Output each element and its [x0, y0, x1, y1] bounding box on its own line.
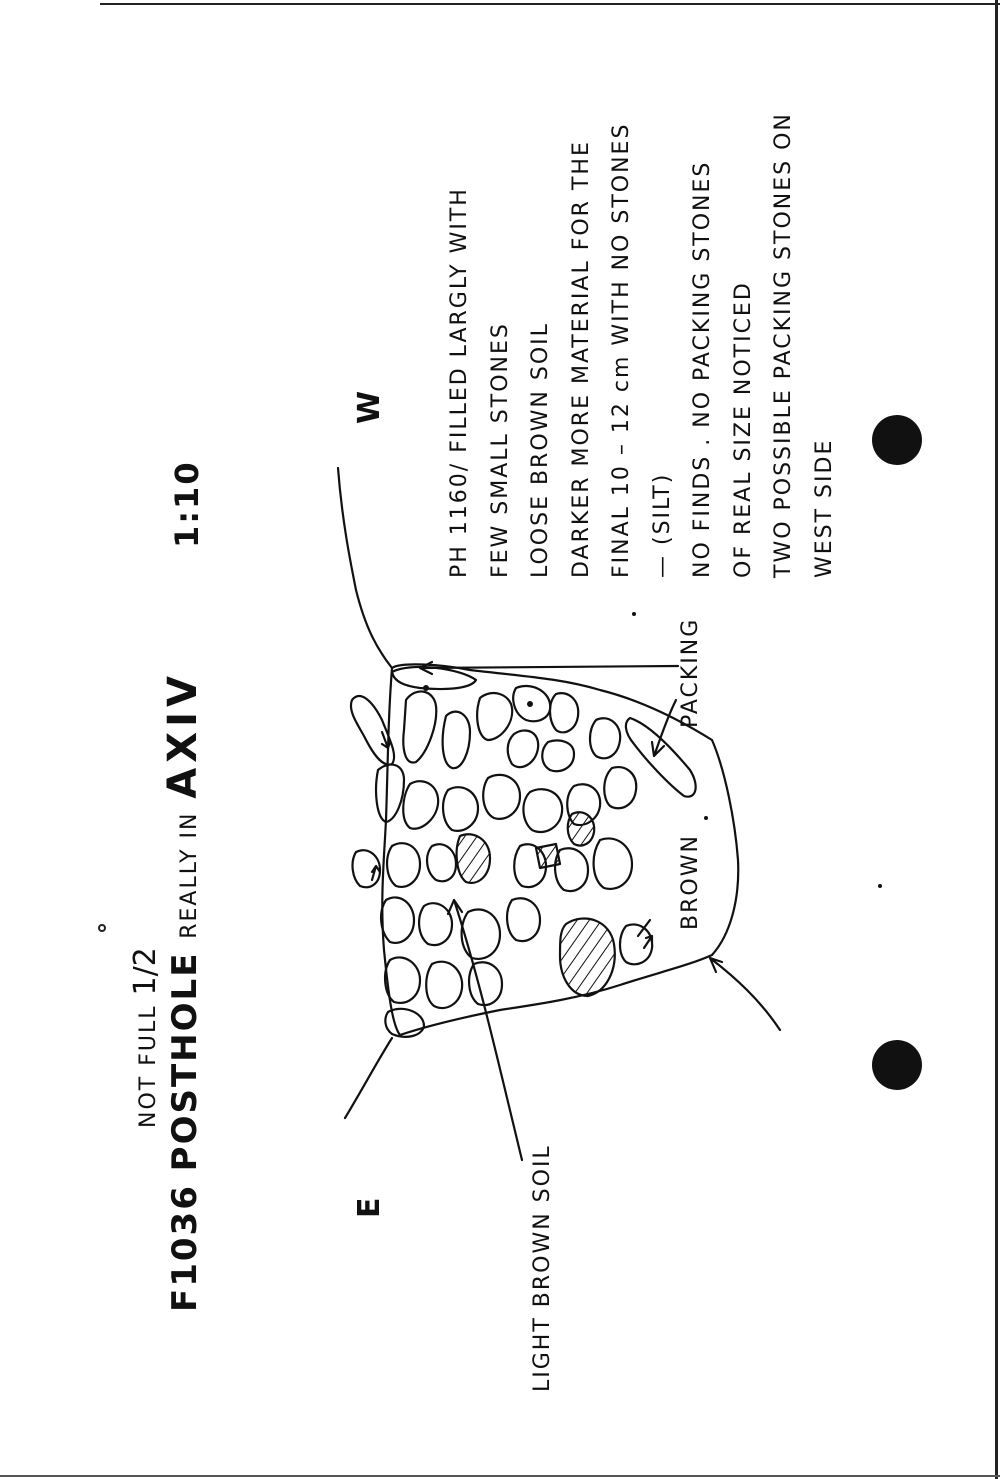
dot-mark	[632, 612, 636, 616]
stone	[588, 717, 622, 760]
hatched-stone	[558, 917, 616, 998]
leader-not-full	[708, 956, 782, 1032]
small-circle-mark	[98, 924, 106, 932]
stone	[460, 908, 502, 960]
small-arrow	[380, 730, 392, 750]
stone	[554, 847, 590, 893]
stone	[548, 692, 580, 734]
stone	[592, 837, 634, 890]
stone	[512, 684, 552, 723]
small-arrow	[370, 864, 382, 882]
ground-line-west	[336, 466, 394, 670]
dot-mark	[423, 685, 429, 691]
dot-mark	[878, 884, 882, 888]
stone	[442, 786, 480, 832]
stone	[386, 842, 422, 888]
stone	[426, 843, 458, 883]
stone	[482, 773, 522, 820]
ground-line-east	[343, 1036, 394, 1120]
leader-brown	[636, 918, 652, 938]
sheet-top-edge	[100, 3, 1000, 5]
hatched-stone	[455, 833, 492, 884]
stone	[522, 788, 564, 834]
leader-light-brown-soil	[446, 898, 524, 1162]
stone	[402, 690, 438, 764]
stone	[351, 849, 382, 889]
dot-mark	[527, 701, 533, 707]
leader-packing-upper	[418, 660, 680, 676]
stone	[624, 716, 697, 798]
small-arrow	[642, 934, 654, 950]
sheet-right-edge	[995, 0, 998, 1479]
stone	[380, 896, 416, 944]
stone	[418, 902, 454, 947]
stone	[541, 739, 576, 773]
stone	[603, 766, 638, 810]
stone	[384, 956, 422, 1004]
stone	[476, 691, 514, 742]
stone	[425, 960, 464, 1010]
stone	[402, 780, 440, 830]
stone	[618, 923, 654, 966]
stone	[468, 961, 504, 1007]
stone	[441, 710, 472, 770]
sheet-bottom-edge	[0, 1475, 1000, 1477]
stone	[506, 729, 540, 769]
stone	[506, 897, 542, 943]
dot-mark	[704, 816, 708, 820]
hatched-stone	[566, 811, 596, 847]
hatched-stone	[534, 842, 562, 870]
stone	[384, 1007, 426, 1038]
leader-packing-lower	[650, 698, 678, 758]
stone	[390, 665, 478, 691]
punch-hole-upper	[872, 415, 922, 465]
stone	[375, 763, 406, 824]
punch-hole-lower	[872, 1040, 922, 1090]
